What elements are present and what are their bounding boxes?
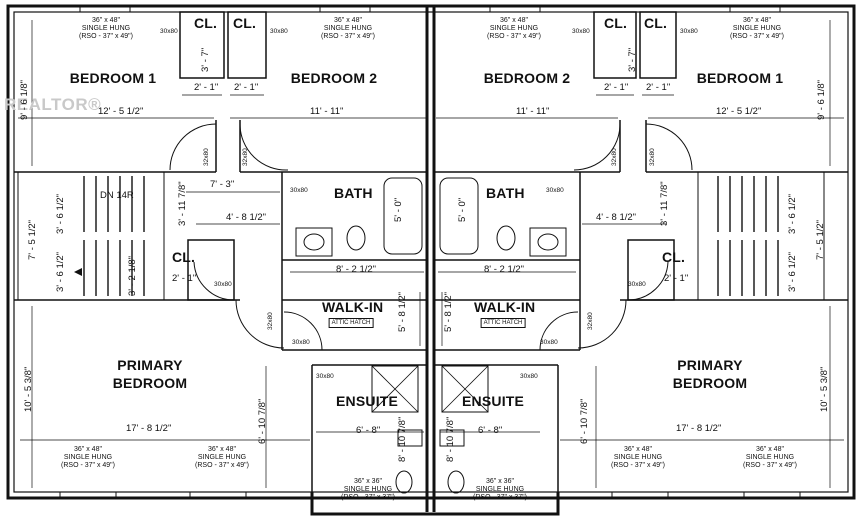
room-label-bath-left: BATH: [334, 185, 373, 201]
stair-label: DN 14R: [100, 190, 134, 201]
window-label-bottom-4: 36" x 48"SINGLE HUNG(RSO - 37" x 49"): [743, 446, 797, 469]
dim-ensuite-height-left: 6' - 10 7/8": [257, 398, 268, 444]
door-label-15: 32x80: [611, 148, 618, 166]
dim-bed2-width-right: 11' - 11": [516, 106, 550, 117]
dim-cl-width-1: 2' - 1": [194, 82, 219, 93]
door-label-16: 32x80: [649, 148, 656, 166]
door-label-6: 30x80: [546, 187, 564, 194]
dim-stair-b-right: 7' - 5 1/2": [815, 219, 826, 260]
dim-stair-b-left: 7' - 5 1/2": [27, 219, 38, 260]
dim-primary-height-right: 10' - 5 3/8": [819, 366, 830, 412]
dim-bath-width-left: 4' - 8 1/2": [226, 212, 267, 223]
realtor-watermark: REALTOR®: [4, 95, 102, 114]
dim-bath-width-right: 4' - 8 1/2": [596, 212, 637, 223]
door-label-1: 30x80: [160, 28, 178, 35]
dim-cl-width-3: 2' - 1": [604, 82, 629, 93]
closet-label-2: CL.: [233, 15, 257, 31]
dim-stair-d-left: 3' - 2 1/8": [127, 255, 138, 296]
room-label-primary-right-2: BEDROOM: [672, 375, 748, 391]
dim-stair-a-left: 3' - 6 1/2": [55, 193, 66, 234]
door-label-17: 32x80: [267, 312, 274, 330]
dim-primary-height-left: 10' - 5 3/8": [23, 366, 34, 412]
window-label-bottom-2: 36" x 48"SINGLE HUNG(RSO - 37" x 49"): [195, 446, 249, 469]
dim-hall-width: 7' - 3": [210, 179, 235, 190]
dim-stair-a-right: 3' - 6 1/2": [787, 193, 798, 234]
room-label-bedroom-2-left: BEDROOM 2: [290, 70, 378, 86]
room-label-primary-right-1: PRIMARY: [677, 357, 743, 373]
dim-ensuite-width-left: 6' - 8": [356, 425, 381, 436]
closet-label-1: CL.: [194, 15, 218, 31]
dim-hall-vert-right: 3' - 11 7/8": [659, 181, 670, 226]
dim-cl-height-1: 3' - 7": [200, 47, 211, 72]
dim-bed1-width-right: 12' - 5 1/2": [716, 106, 762, 117]
door-label-5: 30x80: [290, 187, 308, 194]
room-label-bedroom-2-right: BEDROOM 2: [483, 70, 571, 86]
door-label-18: 32x80: [587, 312, 594, 330]
dim-hall-vert-left: 3' - 11 7/8": [177, 181, 188, 226]
door-label-7: 30x80: [214, 281, 232, 288]
room-label-primary-left-2: BEDROOM: [112, 375, 188, 391]
window-label-top-1: 36" x 48"SINGLE HUNG(RSO - 37" x 49"): [79, 17, 133, 40]
dim-cl-width-2: 2' - 1": [234, 82, 259, 93]
dim-primary-width-left: 17' - 8 1/2": [126, 423, 172, 434]
dim-stair-c-left: 3' - 6 1/2": [55, 251, 66, 292]
attic-hatch-right: ATTIC HATCH: [480, 318, 526, 328]
door-label-13: 32x80: [203, 148, 210, 166]
dim-ensuite-height-right: 6' - 10 7/8": [579, 398, 590, 444]
dim-primary-width-right: 17' - 8 1/2": [676, 423, 722, 434]
window-label-top-3: 36" x 48"SINGLE HUNG(RSO - 37" x 49"): [487, 17, 541, 40]
window-label-top-2: 36" x 48"SINGLE HUNG(RSO - 37" x 49"): [321, 17, 375, 40]
dim-cl-height-2: 3' - 7": [627, 47, 638, 72]
room-label-ensuite-right: ENSUITE: [462, 393, 525, 409]
dim-ensuite-width-right: 6' - 8": [478, 425, 503, 436]
dim-bath-height-right: 5' - 0": [457, 197, 468, 222]
dim-bath-height-left: 5' - 0": [393, 197, 404, 222]
dim-ensuite-small-left: 8' - 10 7/8": [397, 416, 408, 462]
closet-label-6: CL.: [662, 249, 686, 265]
dim-bed1-height-right: 9' - 6 1/8": [816, 79, 827, 120]
dim-walkin-width-left: 8' - 2 1/2": [336, 264, 377, 275]
door-label-12: 30x80: [520, 373, 538, 380]
window-label-bottom-3: 36" x 48"SINGLE HUNG(RSO - 37" x 49"): [611, 446, 665, 469]
window-label-ensuite-left: 36" x 36"SINGLE HUNG(RSO - 37" x 37"): [341, 478, 395, 501]
window-label-bottom-1: 36" x 48"SINGLE HUNG(RSO - 37" x 49"): [61, 446, 115, 469]
door-label-8: 30x80: [628, 281, 646, 288]
door-label-9: 30x80: [292, 339, 310, 346]
dim-walkin-height-right: 5' - 8 1/2": [443, 291, 454, 332]
door-label-14: 32x80: [242, 148, 249, 166]
room-label-bedroom-1-right: BEDROOM 1: [696, 70, 784, 86]
door-label-4: 30x80: [680, 28, 698, 35]
room-label-walkin-left: WALK-IN: [322, 299, 384, 315]
closet-label-3: CL.: [604, 15, 628, 31]
closet-label-4: CL.: [644, 15, 668, 31]
room-label-walkin-right: WALK-IN: [474, 299, 536, 315]
room-label-ensuite-left: ENSUITE: [336, 393, 399, 409]
dim-cl-width-5: 2' - 1": [172, 273, 197, 284]
attic-hatch-left: ATTIC HATCH: [328, 318, 374, 328]
dim-bed1-width-left: 12' - 5 1/2": [98, 106, 144, 117]
dim-cl-width-6: 2' - 1": [664, 273, 689, 284]
window-label-top-4: 36" x 48"SINGLE HUNG(RSO - 37" x 49"): [730, 17, 784, 40]
room-label-bath-right: BATH: [486, 185, 525, 201]
room-label-bedroom-1-left: BEDROOM 1: [69, 70, 157, 86]
door-label-11: 30x80: [316, 373, 334, 380]
dim-ensuite-small-right: 8' - 10 7/8": [445, 416, 456, 462]
dim-walkin-height-left: 5' - 8 1/2": [397, 291, 408, 332]
dim-cl-width-4: 2' - 1": [646, 82, 671, 93]
window-label-ensuite-right: 36" x 36"SINGLE HUNG(RSO - 37" x 37"): [473, 478, 527, 501]
closet-label-5: CL.: [172, 249, 196, 265]
door-label-3: 30x80: [572, 28, 590, 35]
door-label-2: 30x80: [270, 28, 288, 35]
door-label-10: 30x80: [540, 339, 558, 346]
room-label-primary-left-1: PRIMARY: [117, 357, 183, 373]
dim-bed2-width-left: 11' - 11": [310, 106, 344, 117]
dim-bed1-height-left: 9' - 6 1/8": [19, 79, 30, 120]
dim-walkin-width-right: 8' - 2 1/2": [484, 264, 525, 275]
dim-stair-c-right: 3' - 6 1/2": [787, 251, 798, 292]
